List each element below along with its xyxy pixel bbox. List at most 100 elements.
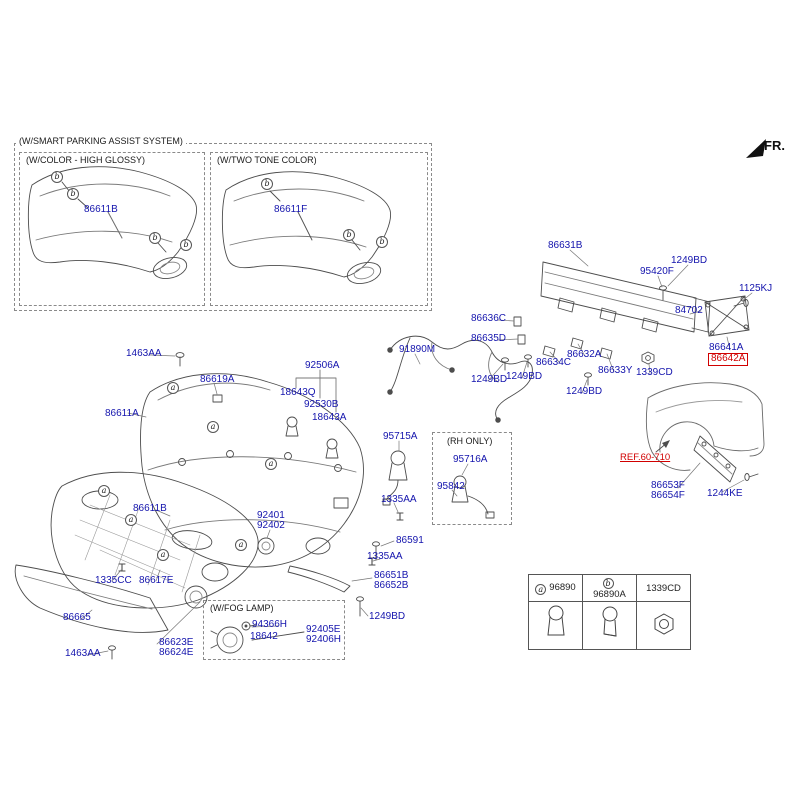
part-label-1249bd[interactable]: 1249BD [566, 386, 603, 397]
legend-icon-cell-a [528, 601, 583, 650]
part-label-94366h[interactable]: 94366H [252, 619, 288, 630]
legend-part-96890: 96890 [549, 581, 576, 593]
part-label-1249bd[interactable]: 1249BD [506, 371, 543, 382]
panel-smart-parking [14, 143, 432, 311]
part-label-92406h[interactable]: 92406H [306, 634, 342, 645]
panel-rh-only [432, 432, 512, 525]
part-label-92401[interactable]: 92401 [257, 510, 285, 521]
part-label-86651b[interactable]: 86651B [374, 570, 409, 581]
sensor-icon [546, 605, 565, 636]
skirt-art [14, 564, 169, 633]
part-label-1244ke[interactable]: 1244KE [707, 488, 743, 499]
part-label-86619a[interactable]: 86619A [200, 374, 235, 385]
part-label-1335aa[interactable]: 1335AA [381, 494, 417, 505]
part-label-1463aa[interactable]: 1463AA [126, 348, 162, 359]
part-label-86641a[interactable]: 86641A [709, 342, 744, 353]
fascia-high-glossy-art [27, 166, 198, 279]
part-label-86653f[interactable]: 86653F [651, 480, 685, 491]
leader-lines [79, 211, 753, 656]
part-label-18643a[interactable]: 18643A [312, 412, 347, 423]
mounting-bracket-art [704, 295, 750, 337]
part-label-86632a[interactable]: 86632A [567, 349, 602, 360]
beam-clips-art [513, 316, 655, 365]
part-label-86611b[interactable]: 86611B [84, 204, 118, 215]
part-label-95420f[interactable]: 95420F [640, 266, 674, 277]
part-label-86652b[interactable]: 86652B [374, 580, 409, 591]
part-label-95715a[interactable]: 95715A [383, 431, 418, 442]
part-label-1335cc[interactable]: 1335CC [95, 575, 132, 586]
legend-icon-cell-nut [636, 601, 691, 650]
legend-part-96890a: 96890A [593, 589, 626, 600]
panel-fog-lamp-title: (W/FOG LAMP) [207, 603, 277, 614]
ref-arrow [655, 440, 670, 453]
fascia-two-tone-art [221, 171, 392, 284]
part-label-1249bd[interactable]: 1249BD [369, 611, 406, 622]
nut-icon [654, 613, 673, 635]
part-label-86591[interactable]: 86591 [396, 535, 424, 546]
legend-part-1339cd: 1339CD [646, 582, 681, 594]
fog-lamp-art [210, 621, 305, 654]
legend-header-b: b96890A [582, 574, 637, 602]
panel-smart-parking-title: (W/SMART PARKING ASSIST SYSTEM) [16, 136, 186, 147]
rear-bumper-fascia-art [140, 373, 364, 568]
part-label-18642[interactable]: 18642 [250, 631, 278, 642]
part-label-86642a[interactable]: 86642A [708, 353, 749, 366]
wiring-harness-art [387, 335, 533, 423]
moulding-strip-art [287, 565, 351, 593]
part-label-86654f[interactable]: 86654F [651, 490, 685, 501]
part-label-1335aa[interactable]: 1335AA [367, 551, 403, 562]
part-label-86635d[interactable]: 86635D [471, 333, 507, 344]
part-label-18643q[interactable]: 18643Q [280, 387, 316, 398]
part-label-92530b[interactable]: 92530B [304, 399, 339, 410]
panel-two-tone [210, 152, 428, 306]
part-label-91890m[interactable]: 91890M [399, 344, 436, 355]
part-label-86623e[interactable]: 86623E [159, 637, 194, 648]
part-label-86633y[interactable]: 86633Y [598, 365, 633, 376]
bumper-beam-art [540, 261, 711, 333]
sensor-95842-art [451, 475, 495, 519]
part-label-86636c[interactable]: 86636C [471, 313, 507, 324]
part-label-92405e[interactable]: 92405E [306, 624, 341, 635]
part-label-1125kj[interactable]: 1125KJ [739, 283, 773, 294]
part-label-86665[interactable]: 86665 [63, 612, 91, 623]
car-quarter-art [645, 382, 765, 471]
part-label-92506a[interactable]: 92506A [305, 360, 340, 371]
panel-color-glossy-title: (W/COLOR - HIGH GLOSSY) [23, 155, 149, 166]
panel-fog-lamp [203, 600, 345, 660]
sensor-retainer-art [257, 537, 275, 555]
part-label-1463aa[interactable]: 1463AA [65, 648, 101, 659]
fr-arrow-icon [746, 139, 766, 158]
part-label-86611b[interactable]: 86611B [133, 503, 167, 514]
part-label-1249bd[interactable]: 1249BD [471, 374, 508, 385]
legend-icon-cell-b [582, 601, 637, 650]
part-label-86611f[interactable]: 86611F [274, 204, 308, 215]
sensor-icon [602, 606, 617, 637]
legend-header-nut: 1339CD [636, 574, 691, 602]
part-label-1249bd[interactable]: 1249BD [671, 255, 708, 266]
legend-marker-a: a [535, 583, 547, 595]
part-label-84702[interactable]: 84702 [675, 305, 703, 316]
sensor-95715a-art [382, 450, 408, 506]
part-label-92402[interactable]: 92402 [257, 520, 285, 531]
part-label-95842[interactable]: 95842 [437, 481, 465, 492]
panel-color-glossy [19, 152, 205, 306]
part-label-86631b[interactable]: 86631B [548, 240, 583, 251]
part-label-86617e[interactable]: 86617E [139, 575, 174, 586]
part-label-1339cd[interactable]: 1339CD [636, 367, 673, 378]
part-label-ref.60-710[interactable]: REF.60-710 [620, 452, 671, 463]
legend-marker-b: b [602, 578, 614, 589]
part-label-86624e[interactable]: 86624E [159, 647, 194, 658]
part-label-86634c[interactable]: 86634C [536, 357, 572, 368]
part-label-95716a[interactable]: 95716A [453, 454, 488, 465]
side-bracket-art [693, 435, 737, 483]
bracket-86619a-art [212, 394, 223, 403]
lower-bumper-art [50, 471, 259, 609]
panel-rh-only-title: (RH ONLY) [444, 436, 496, 447]
fr-label: FR. [764, 138, 785, 153]
part-label-86611a[interactable]: 86611A [105, 408, 139, 419]
